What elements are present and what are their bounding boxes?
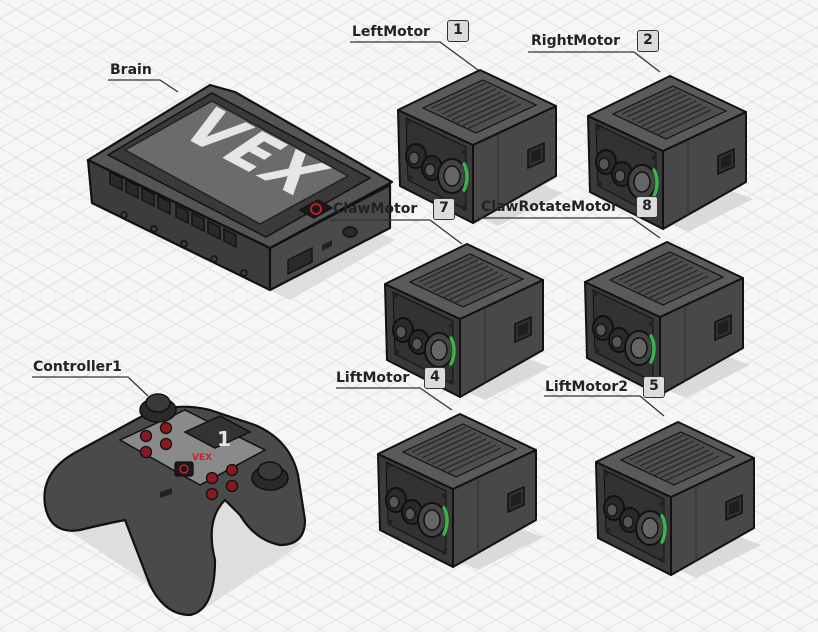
- motor-lift-port-badge: 4: [424, 367, 446, 389]
- motor-right-label: RightMotor: [531, 33, 620, 49]
- controller-screen-number: 1: [217, 427, 231, 451]
- motor-lift2-label: LiftMotor2: [545, 379, 628, 395]
- motor-claw-rotate-port-badge: 8: [636, 196, 658, 218]
- brain-label: Brain: [110, 62, 152, 78]
- controller-label: Controller1: [33, 359, 122, 375]
- motor-lift2-port-badge: 5: [643, 376, 665, 398]
- motor-claw-port-badge: 7: [433, 198, 455, 220]
- motor-left-port-badge: 1: [447, 20, 469, 42]
- motor-claw-rotate-label: ClawRotateMotor: [481, 199, 618, 215]
- controller-vex-logo: VEX: [192, 453, 212, 463]
- motor-right-port-badge: 2: [637, 30, 659, 52]
- motor-left-label: LeftMotor: [352, 24, 430, 40]
- motor-lift-label: LiftMotor: [336, 370, 409, 386]
- controller-power-button[interactable]: [175, 462, 193, 476]
- motor-claw-label: ClawMotor: [333, 201, 417, 217]
